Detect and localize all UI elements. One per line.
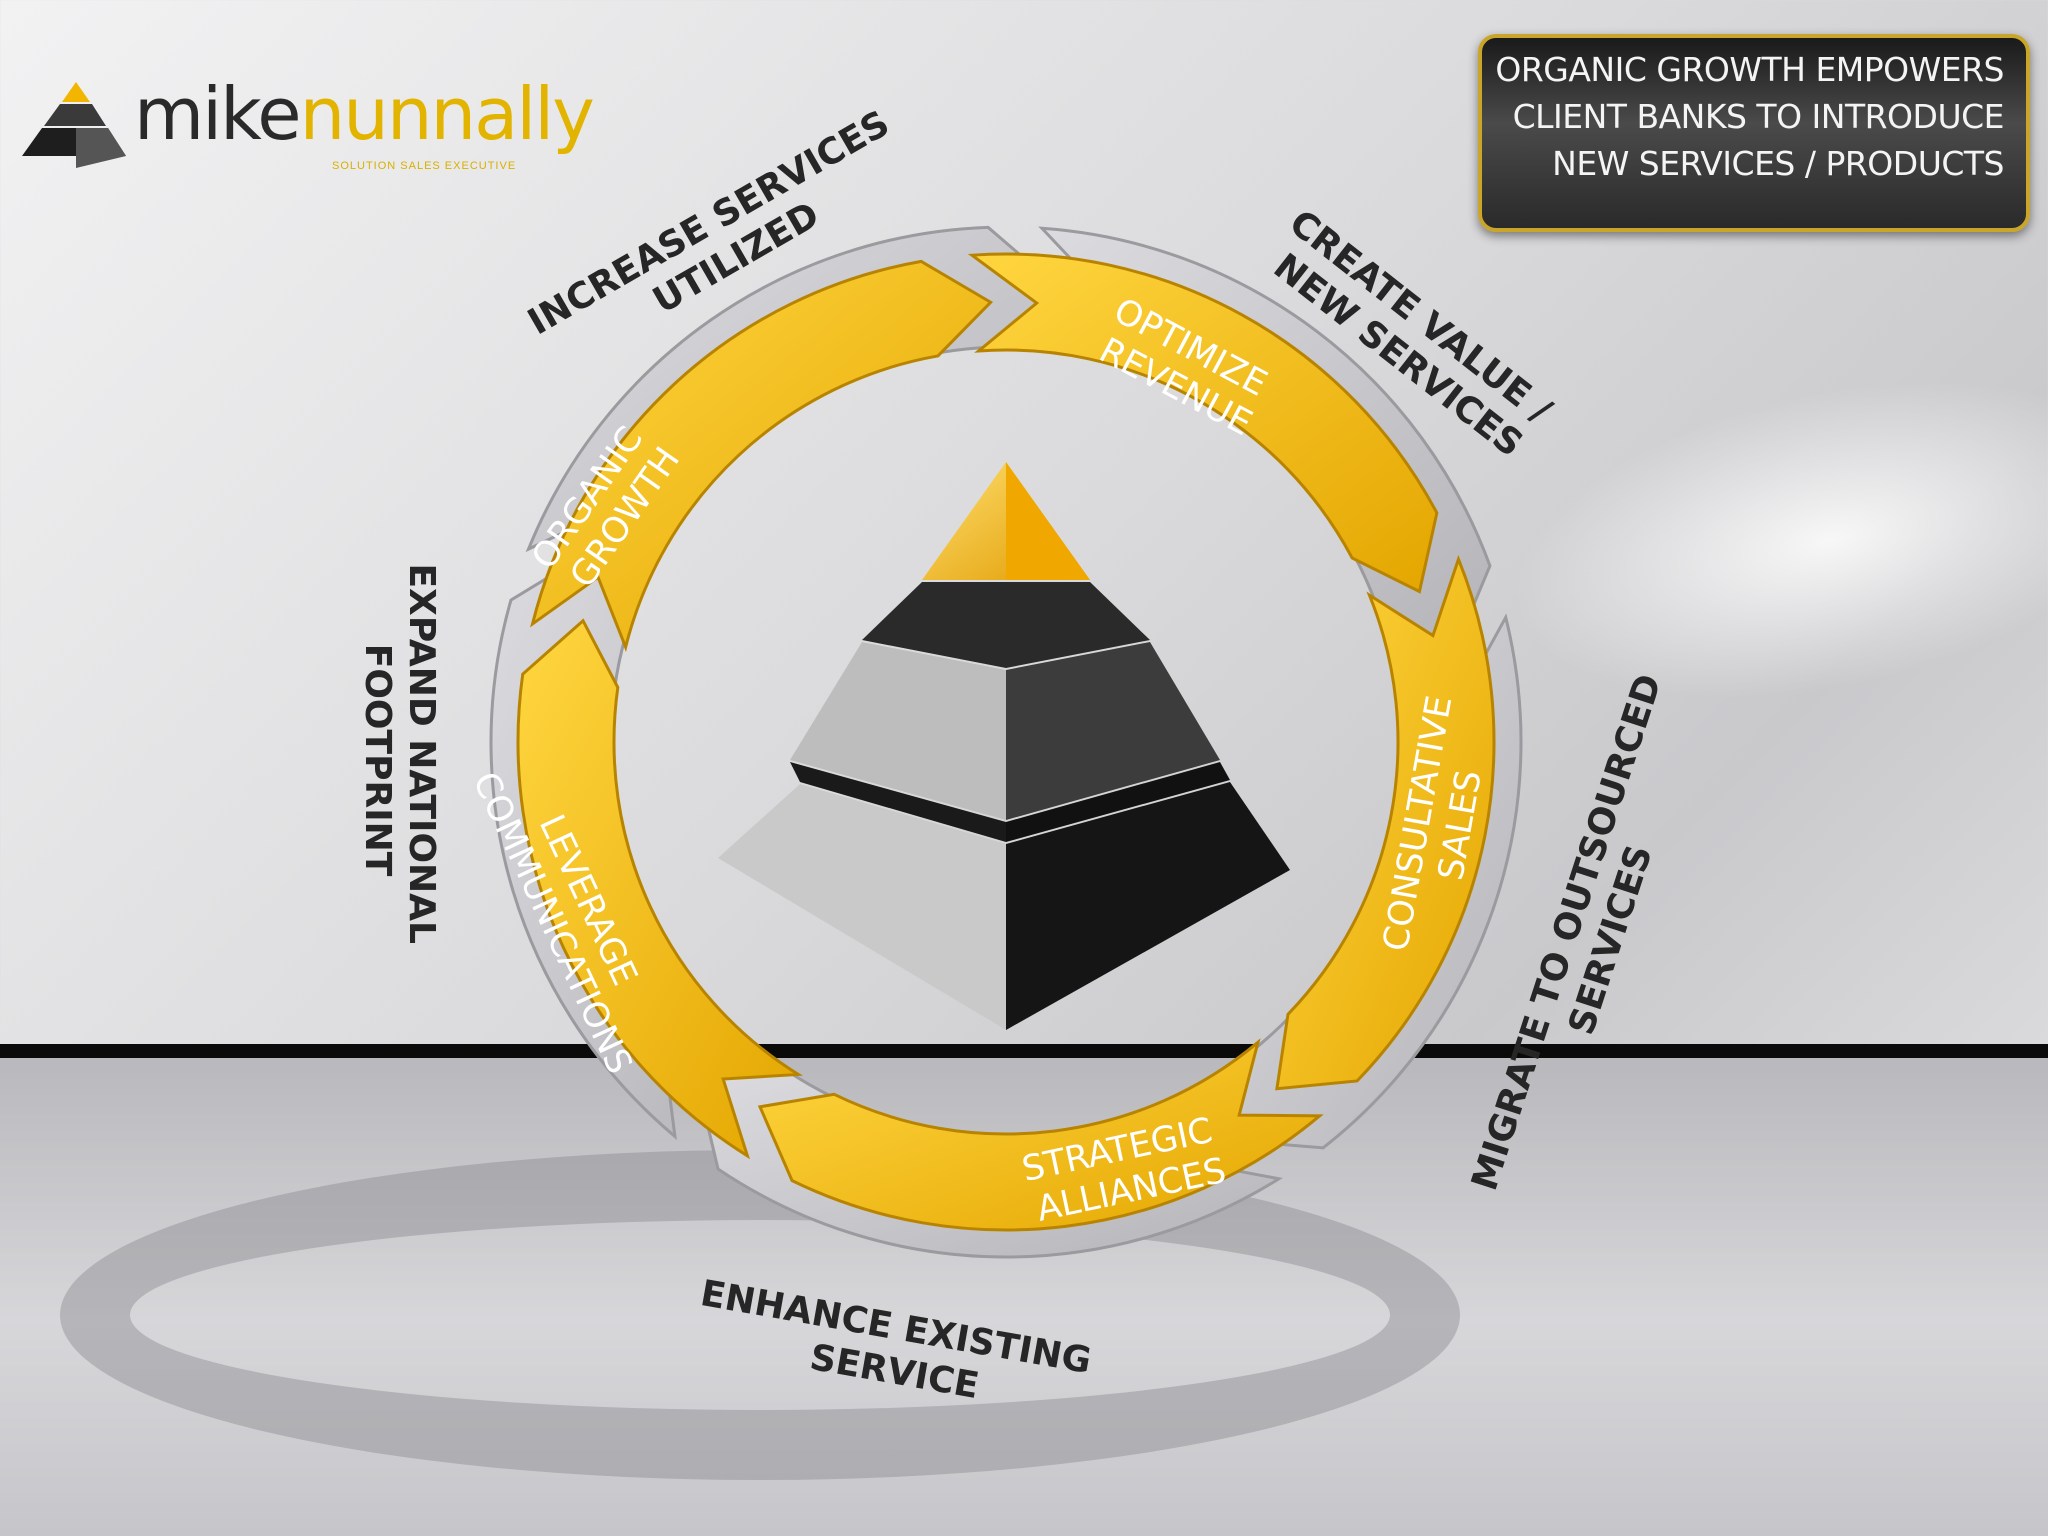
callout-text: ORGANIC GROWTH EMPOWERS CLIENT BANKS TO … [1495,50,2004,183]
logo-pyramid-icon [22,82,126,168]
outer-label-enhance: ENHANCE EXISTING SERVICE [690,1273,1107,1428]
inner-arrow-segment-4 [757,1038,1324,1232]
inner-arrow-segment-3 [1275,554,1496,1091]
inner-arrow-segment-2 [967,252,1439,594]
logo-first-name: mike [134,72,302,156]
logo-last-name: nunnally [299,72,595,156]
outer-label-line: FOOTPRINT [357,644,398,877]
logo-name: mikenunnally [134,78,595,150]
inner-arrow-segment-1 [530,259,994,653]
outer-label-line: EXPAND NATIONAL [401,563,442,944]
callout-box: ORGANIC GROWTH EMPOWERS CLIENT BANKS TO … [1478,34,2030,232]
inner-ring [516,252,1496,1232]
outer-label-expand: EXPAND NATIONAL FOOTPRINT [357,563,442,956]
inner-arrow-segment-5 [516,618,804,1160]
horizon-line [0,1044,2048,1058]
logo-tagline: SOLUTION SALES EXECUTIVE [332,160,517,172]
brand-logo: mikenunnally SOLUTION SALES EXECUTIVE [14,72,595,182]
center-pyramid [718,462,1290,1030]
